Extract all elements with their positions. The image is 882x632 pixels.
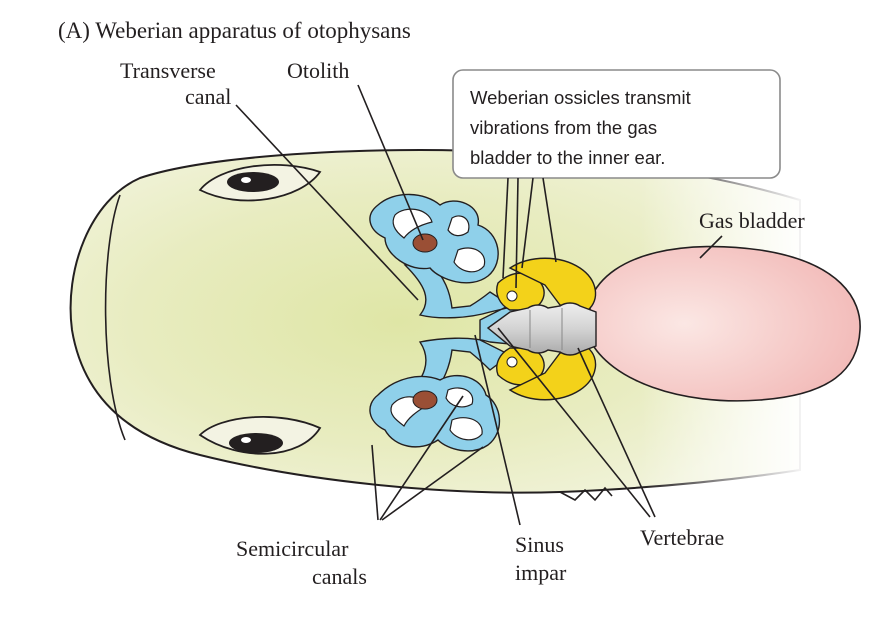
leader-semicircular-3 bbox=[381, 446, 484, 521]
callout-line-3: bladder to the inner ear. bbox=[470, 147, 665, 168]
leader-vertebrae-2 bbox=[577, 347, 656, 518]
gas-bladder bbox=[589, 245, 861, 402]
leader-otolith bbox=[357, 84, 424, 241]
leader-semicircular-2 bbox=[379, 395, 464, 521]
label-otolith: Otolith bbox=[287, 58, 349, 83]
weberian-ossicles bbox=[496, 257, 597, 401]
label-gas-bladder: Gas bladder bbox=[699, 208, 805, 233]
callout-box: Weberian ossicles transmit vibrations fr… bbox=[452, 69, 781, 289]
eye-upper bbox=[198, 163, 322, 202]
leader-transverse-canal bbox=[235, 104, 419, 301]
semicircular-canals-upper bbox=[369, 193, 499, 284]
leader-gas-bladder bbox=[699, 235, 723, 259]
leader-sinus-impar bbox=[474, 334, 521, 526]
label-semicircular-1: Semicircular bbox=[236, 536, 349, 561]
leader-semicircular-1 bbox=[371, 444, 379, 521]
vertebrae bbox=[486, 302, 597, 356]
label-sinus-1: Sinus bbox=[515, 532, 564, 557]
figure-title: (A) Weberian apparatus of otophysans bbox=[58, 18, 411, 43]
label-vertebrae: Vertebrae bbox=[640, 525, 724, 550]
label-semicircular-2: canals bbox=[312, 564, 367, 589]
callout-line-1: Weberian ossicles transmit bbox=[470, 87, 691, 108]
label-transverse-canal-1: Transverse bbox=[120, 58, 216, 83]
eye-lower bbox=[198, 416, 322, 455]
semicircular-canals-lower bbox=[369, 375, 501, 452]
callout-line-2: vibrations from the gas bbox=[470, 117, 657, 138]
leader-lines bbox=[235, 84, 723, 526]
label-sinus-2: impar bbox=[515, 560, 567, 585]
leader-vertebrae-1 bbox=[497, 327, 651, 518]
label-transverse-canal-2: canal bbox=[185, 84, 231, 109]
